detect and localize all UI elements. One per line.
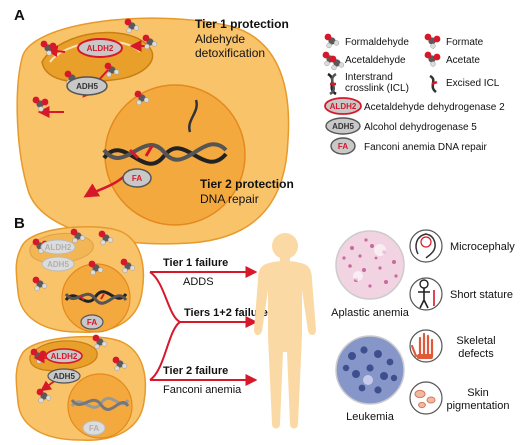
tier1-desc-line1: Aldehyde: [195, 32, 245, 46]
tier2-title: Tier 2 protection: [200, 177, 294, 191]
svg-text:FA: FA: [132, 174, 142, 183]
aplastic-anemia-image: [335, 230, 405, 300]
b2-adh5-badge: ADH5: [53, 372, 75, 381]
panel-a-label: A: [14, 7, 25, 24]
tiers12-failure-label: Tiers 1+2 failure: [184, 307, 268, 319]
tier2-desc: DNA repair: [200, 192, 259, 206]
b2-fa-badge: FA: [89, 424, 99, 433]
adh5-badge: ADH5: [66, 76, 108, 96]
legend-excised-icl: Excised ICL: [446, 78, 500, 89]
fanconi-label: Fanconi anemia: [163, 384, 242, 396]
legend-icl-line2: crosslink (ICL): [345, 83, 409, 94]
svg-text:ALDH2: ALDH2: [87, 44, 114, 53]
legend-adh5-badge: ADH5: [332, 122, 354, 131]
legend-formaldehyde: Formaldehyde: [345, 37, 409, 48]
skin-pigmentation-icon: [409, 381, 443, 415]
legend: Formaldehyde Formate Acetaldehyde Acetat…: [322, 33, 505, 155]
tier1-desc-line2: detoxification: [195, 46, 265, 60]
leukemia-image: [335, 335, 405, 405]
b2-aldh2-badge: ALDH2: [51, 352, 78, 361]
short-stature-icon: [409, 277, 443, 311]
b1-aldh2-badge: ALDH2: [45, 243, 72, 252]
adds-label: ADDS: [183, 276, 214, 288]
legend-adh5-desc: Alcohol dehydrogenase 5: [364, 122, 477, 133]
legend-fa-desc: Fanconi anemia DNA repair: [364, 142, 488, 153]
aldh2-badge: ALDH2: [77, 38, 123, 58]
b1-adh5-badge: ADH5: [47, 260, 69, 269]
legend-aldh2-badge: ALDH2: [330, 102, 357, 111]
short-stature-label: Short stature: [450, 289, 513, 301]
skeletal-label-line1: Skeletal: [456, 335, 495, 347]
legend-acetaldehyde: Acetaldehyde: [345, 55, 406, 66]
tier1-failure-label: Tier 1 failure: [163, 257, 228, 269]
legend-icl-line1: Interstrand: [345, 72, 393, 83]
dna-icon: [102, 99, 228, 166]
legend-aldh2-desc: Acetaldehyde dehydrogenase 2: [364, 102, 505, 113]
skin-label-line2: pigmentation: [447, 400, 510, 412]
skin-label-line1: Skin: [467, 387, 488, 399]
microcephaly-label: Microcephaly: [450, 241, 515, 253]
cell-diagram-b2: ALDH2 ADH5 FA: [15, 334, 147, 441]
icl-icon: [327, 72, 337, 96]
tier2-failure-label: Tier 2 failure: [163, 365, 228, 377]
excised-icl-icon: [429, 74, 438, 93]
aplastic-anemia-label: Aplastic anemia: [331, 307, 410, 319]
legend-acetate: Acetate: [446, 55, 480, 66]
cell-diagram-b1: ALDH2 ADH5 FA: [15, 225, 145, 333]
legend-fa-badge: FA: [338, 142, 348, 151]
failure-arrows: [149, 266, 258, 386]
legend-formate: Formate: [446, 37, 484, 48]
fa-badge: FA: [122, 168, 152, 188]
tier1-title: Tier 1 protection: [195, 17, 289, 31]
leukemia-label: Leukemia: [346, 411, 395, 423]
cell-diagram-a: ALDH2 ADH5 FA: [16, 17, 290, 245]
microcephaly-icon: [409, 229, 443, 263]
b1-fa-badge: FA: [87, 318, 97, 327]
panel-b-label: B: [14, 215, 25, 232]
skeletal-defects-icon: [409, 329, 443, 363]
human-silhouette: [254, 233, 316, 429]
skeletal-label-line2: defects: [458, 348, 494, 360]
svg-text:ADH5: ADH5: [76, 82, 98, 91]
